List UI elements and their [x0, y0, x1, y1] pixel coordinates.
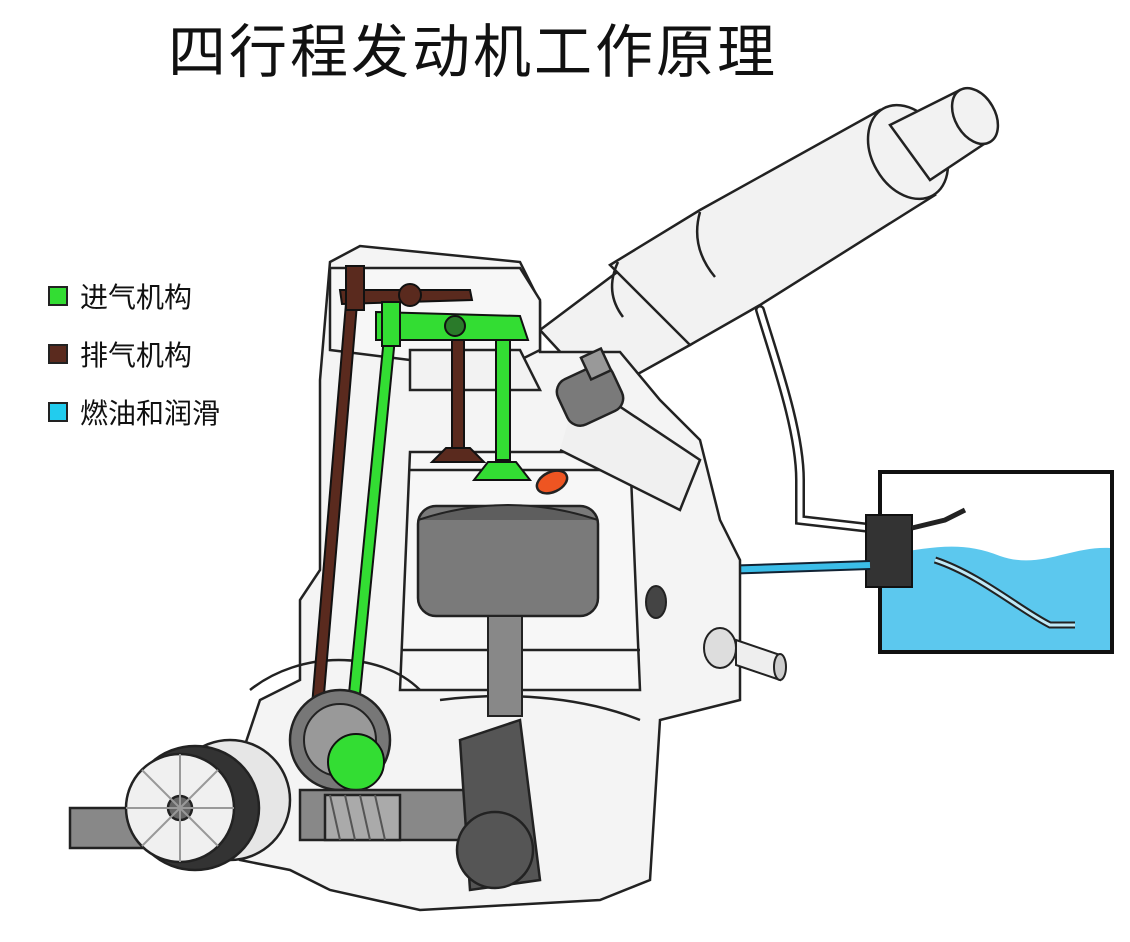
legend-swatch-fuel — [48, 402, 68, 422]
legend-label-exhaust: 排气机构 — [80, 339, 193, 372]
piston — [416, 504, 600, 717]
intake-valve — [471, 339, 533, 481]
legend-label-intake: 进气机构 — [80, 281, 193, 314]
legend-item-fuel: 燃油和润滑 — [48, 392, 220, 432]
spark-plug — [535, 346, 625, 495]
cam-gear — [288, 688, 392, 792]
legend-swatch-intake — [48, 286, 68, 306]
intake-rocker — [375, 310, 530, 341]
legend-item-exhaust: 排气机构 — [48, 334, 220, 374]
prop-hub — [124, 738, 292, 872]
legend: 进气机构 排气机构 燃油和润滑 — [48, 276, 220, 450]
carburetor — [645, 585, 787, 682]
crankshaft — [68, 718, 542, 892]
fuel-tank — [865, 470, 1114, 654]
page-title: 四行程发动机工作原理 — [168, 18, 779, 86]
pressure-line — [755, 305, 875, 533]
exhaust-valve — [429, 339, 487, 463]
legend-swatch-exhaust — [48, 344, 68, 364]
exhaust-rocker — [338, 283, 474, 307]
legend-label-fuel: 燃油和润滑 — [80, 397, 221, 430]
legend-item-intake: 进气机构 — [48, 276, 220, 316]
